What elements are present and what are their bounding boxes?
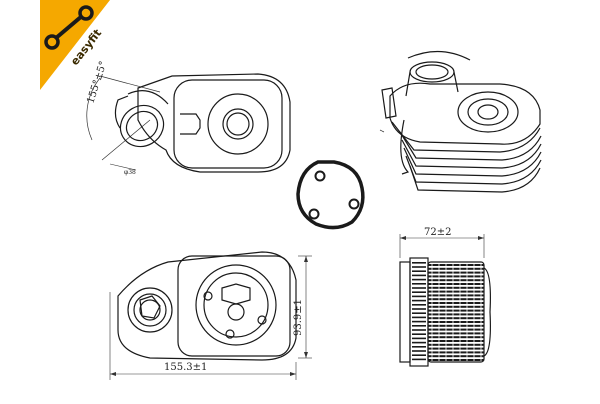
fin-line: [428, 343, 484, 346]
flange-thread: [412, 329, 426, 331]
angle-arc: [86, 77, 101, 141]
badge-background: [40, 0, 110, 90]
flange-thread: [412, 283, 426, 285]
front-view: 93.9±1 155.3±1: [109, 251, 312, 380]
side-view: 72±2: [399, 227, 491, 367]
flange-thread: [412, 354, 426, 356]
flange-thread: [412, 299, 426, 302]
flange-thread: [412, 291, 426, 293]
fin-line: [428, 298, 484, 301]
fin-line: [428, 275, 484, 278]
fin-stack: [412, 262, 484, 362]
flange-thread: [412, 341, 426, 344]
flange-thread: [412, 262, 426, 264]
fin-line: [428, 271, 484, 274]
flange-thread: [412, 350, 426, 352]
flange-thread: [412, 274, 426, 277]
fin-line: [428, 267, 484, 270]
fin-line: [428, 355, 484, 358]
flange-thread: [412, 316, 426, 319]
gasket: [296, 160, 365, 230]
flange-thread: [412, 320, 426, 323]
flange-thread: [412, 304, 426, 306]
width-dim-label: 155.3±1: [164, 362, 207, 373]
small-dim-label: φ38: [124, 169, 136, 176]
flange-thread: [412, 308, 426, 310]
fin-line: [428, 351, 484, 354]
top-view: 155°±5° φ38: [85, 60, 291, 176]
fin-line: [428, 309, 484, 312]
fin-line: [428, 302, 484, 304]
flange-thread: [412, 337, 426, 340]
fin-line: [428, 347, 484, 350]
angle-label: 155°±5°: [85, 60, 109, 105]
flange-thread: [412, 295, 426, 298]
flange-thread: [412, 278, 426, 281]
flange-thread: [412, 333, 426, 335]
flange-thread: [412, 312, 426, 314]
fin-line: [428, 332, 484, 335]
fin-line: [428, 336, 484, 339]
depth-dim-label: 72±2: [424, 227, 451, 238]
wrench-icon: [44, 5, 94, 50]
fin-line: [428, 283, 484, 285]
fin-line: [428, 264, 484, 266]
fin-line: [428, 305, 484, 308]
height-dim-label: 93.9±1: [293, 299, 304, 336]
fin-line: [428, 328, 484, 331]
flange-thread: [412, 287, 426, 289]
fin-line: [428, 317, 484, 320]
fin-line: [428, 340, 484, 342]
isometric-view: [379, 50, 542, 193]
flange-thread: [412, 358, 426, 361]
fin-line: [428, 359, 484, 361]
fin-line: [428, 324, 484, 327]
flange-thread: [412, 266, 426, 268]
fin-line: [428, 321, 484, 323]
flange-thread: [412, 346, 426, 348]
fin-line: [428, 294, 484, 297]
fin-line: [428, 286, 484, 289]
flange-thread: [412, 270, 426, 272]
fin-line: [428, 279, 484, 282]
fin-line: [428, 290, 484, 293]
flange-thread: [412, 325, 426, 327]
fin-line: [428, 313, 484, 316]
